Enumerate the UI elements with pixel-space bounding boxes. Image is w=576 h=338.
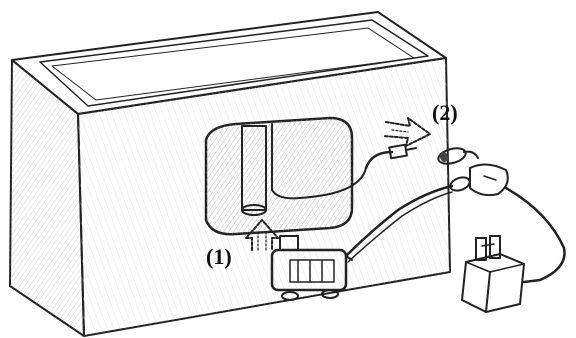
viewing-window — [206, 118, 352, 234]
power-adapter — [462, 236, 524, 312]
box-left-face — [10, 60, 84, 336]
step-2-label: (2) — [432, 100, 458, 125]
step-1-label: (1) — [206, 244, 232, 269]
